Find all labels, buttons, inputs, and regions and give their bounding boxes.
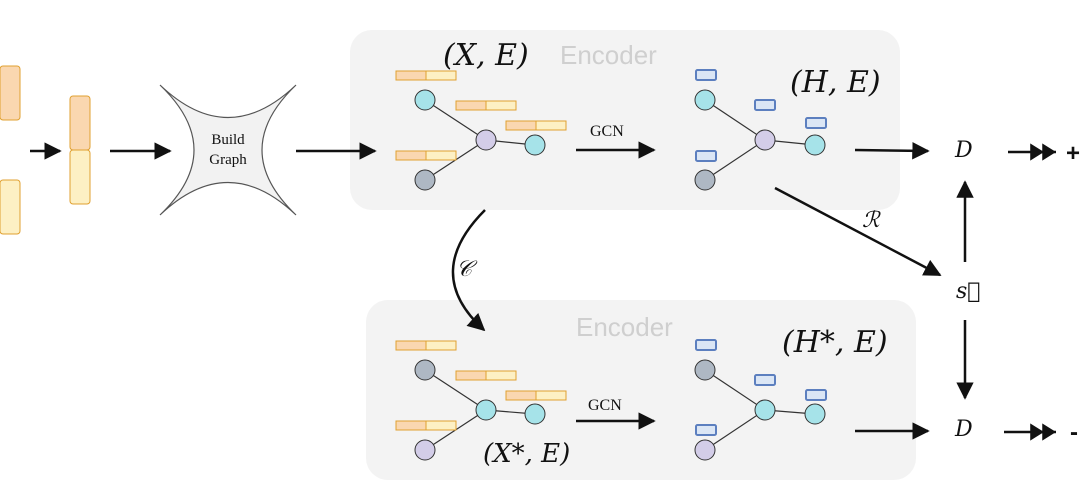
embedding-box <box>695 150 717 162</box>
embedding-box <box>805 117 827 129</box>
graph-node <box>754 129 776 151</box>
corruption-arrow <box>451 209 486 332</box>
graph-node <box>414 169 436 191</box>
graph-node <box>804 134 826 156</box>
embedding-box <box>695 424 717 436</box>
graph-node <box>754 399 776 421</box>
feature-bar <box>505 120 567 131</box>
graph-node <box>414 359 436 381</box>
bottom-output-graph <box>694 339 827 461</box>
graph-node <box>414 439 436 461</box>
positive-sign: + <box>1066 140 1080 167</box>
embedding-box <box>695 69 717 81</box>
embedding-box <box>695 339 717 351</box>
bottom-encoder-title: Encoder <box>576 312 673 342</box>
graph-node <box>414 89 436 111</box>
embedding-box <box>805 389 827 401</box>
top-encoder-box <box>350 30 900 210</box>
graph-node <box>524 134 546 156</box>
graph-node <box>475 129 497 151</box>
feature-bar <box>395 150 457 161</box>
build-graph-shape <box>159 84 297 216</box>
discriminator-bottom: D <box>954 417 973 442</box>
graph-node <box>524 403 546 425</box>
graph-node <box>694 359 716 381</box>
feature-bar <box>455 100 517 111</box>
build-graph-label-line2: Graph <box>209 152 247 168</box>
top-gcn-label: GCN <box>590 123 624 140</box>
top-output-label: (H, E) <box>790 65 881 100</box>
discriminator-top: D <box>954 138 973 163</box>
graph-node <box>804 403 826 425</box>
stacked-features <box>69 95 91 205</box>
feature-bar <box>395 420 457 431</box>
corruption-label: 𝒞 <box>456 257 478 282</box>
readout-label: ℛ <box>862 208 881 233</box>
graph-node <box>694 439 716 461</box>
top-output-graph <box>694 69 827 191</box>
top-input-label: (X, E) <box>443 38 529 73</box>
feature-bar <box>395 70 457 81</box>
bottom-output-label: (H*, E) <box>782 325 888 360</box>
graph-node <box>694 89 716 111</box>
bottom-encoder-box <box>366 300 916 480</box>
top-encoder-title: Encoder <box>560 40 657 70</box>
raw-features <box>0 65 21 235</box>
build-graph-label-line1: Build <box>211 132 245 148</box>
bottom-input-graph <box>395 340 567 461</box>
summary-vector-label: s⃗ <box>956 279 981 304</box>
bottom-gcn-label: GCN <box>588 397 622 414</box>
feature-bar <box>395 340 457 351</box>
readout-arrow <box>774 186 942 277</box>
embedding-box <box>754 99 776 111</box>
embedding-box <box>754 374 776 386</box>
graph-node <box>475 399 497 421</box>
top-input-graph <box>395 70 567 191</box>
feature-bar <box>455 370 517 381</box>
graph-node <box>694 169 716 191</box>
bottom-input-label: (X*, E) <box>483 439 570 469</box>
arrow-h-to-discriminator <box>854 142 930 160</box>
negative-sign: - <box>1070 419 1078 446</box>
feature-bar <box>505 390 567 401</box>
